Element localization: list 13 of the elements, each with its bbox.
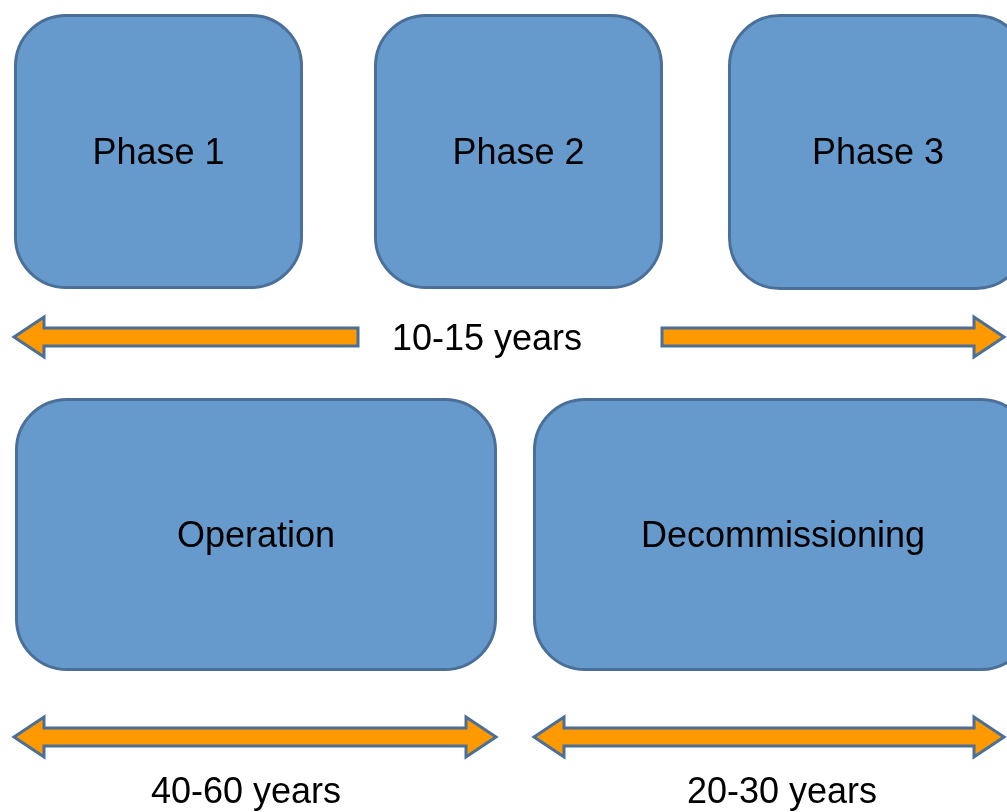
phase-name: Phase 3 — [811, 131, 945, 173]
duration-label: 20-30 years — [686, 773, 878, 809]
phase-box — [14, 14, 303, 289]
phase-name: Decommissioning — [640, 513, 926, 556]
phase-box — [374, 14, 663, 289]
phase-box — [533, 398, 1007, 671]
phase-name: Operation — [176, 513, 336, 556]
phase-box — [728, 14, 1007, 290]
duration-label: 40-60 years — [150, 773, 342, 809]
phase-box — [15, 398, 497, 671]
duration-label: 10-15 years — [391, 320, 583, 356]
phase-name: Phase 2 — [452, 130, 585, 173]
phase-name: Phase 1 — [92, 130, 225, 173]
